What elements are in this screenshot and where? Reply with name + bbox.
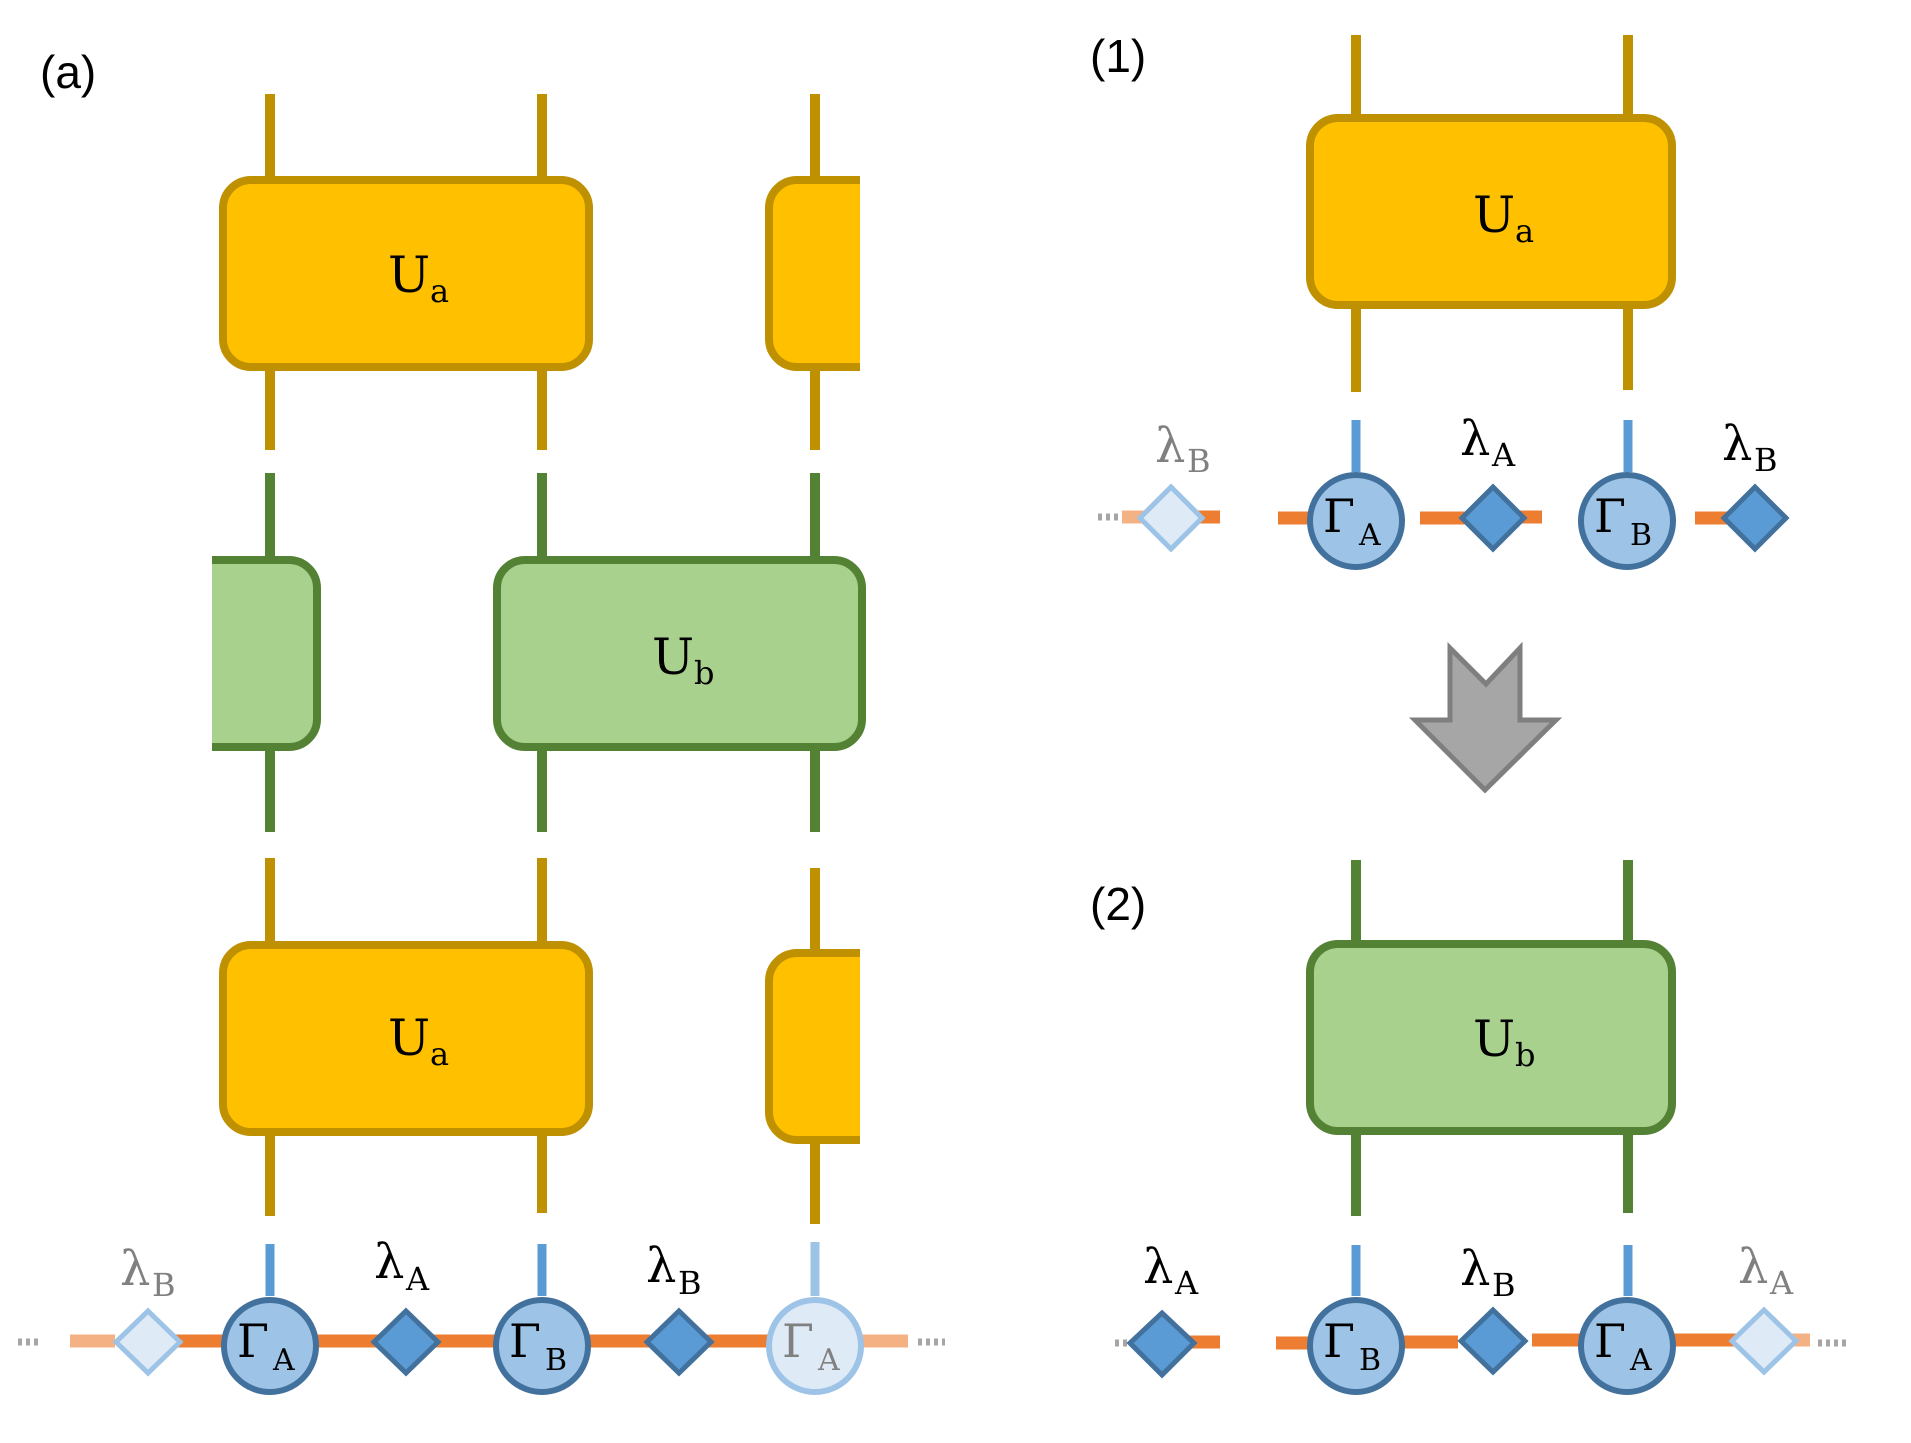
gate-ua-partial-bottom: [765, 949, 860, 1144]
svg-text:U: U: [1473, 1010, 1515, 1068]
gate-ub-step2: U b: [1306, 940, 1676, 1135]
svg-text:λ: λ: [1722, 416, 1752, 472]
svg-text:U: U: [388, 1009, 430, 1067]
svg-text:λ: λ: [1460, 411, 1490, 467]
svg-text:B: B: [1359, 1343, 1381, 1378]
lambda-a-node: [370, 1307, 442, 1377]
svg-text:a: a: [430, 1035, 449, 1073]
svg-text:b: b: [694, 654, 714, 692]
panel-label-2: (2): [1090, 878, 1146, 930]
svg-text:A: A: [405, 1260, 430, 1298]
mps-chain-a: λ B Γ A λ A Γ B λ B Γ A: [18, 1234, 945, 1395]
svg-text:λ: λ: [646, 1238, 676, 1294]
gamma-a-ghost-node: [766, 1297, 864, 1395]
panel-label-a: (a): [40, 46, 96, 98]
down-arrow-icon: [1408, 641, 1563, 794]
svg-text:B: B: [152, 1266, 176, 1304]
svg-text:λ: λ: [1155, 418, 1185, 474]
svg-text:λ: λ: [120, 1241, 150, 1297]
panel-label-1: (1): [1090, 30, 1146, 82]
svg-text:Γ: Γ: [509, 1314, 541, 1368]
svg-text:b: b: [1515, 1036, 1535, 1074]
svg-text:A: A: [1629, 1343, 1652, 1378]
lambda-b-node: [1720, 483, 1790, 553]
svg-text:U: U: [1473, 186, 1515, 244]
panel-2: U b λ A Γ B λ B Γ A λ: [1115, 860, 1848, 1395]
mps-chain-1: λ B Γ A λ A Γ B λ B: [1098, 411, 1790, 570]
lambda-b-node: [643, 1307, 715, 1377]
svg-text:U: U: [652, 628, 694, 686]
svg-text:B: B: [678, 1264, 702, 1302]
svg-text:B: B: [545, 1343, 567, 1378]
lambda-b-node: [1457, 1306, 1529, 1376]
svg-text:A: A: [817, 1343, 840, 1378]
lambda-a-node: [1458, 483, 1528, 553]
svg-text:B: B: [1630, 518, 1652, 553]
lambda-a-node: [1126, 1309, 1198, 1379]
gamma-a-node: [221, 1297, 319, 1395]
lambda-a-ghost-node: [1728, 1306, 1800, 1376]
svg-text:Γ: Γ: [1594, 489, 1626, 543]
gamma-b-node: [1578, 472, 1676, 570]
svg-text:A: A: [1358, 518, 1381, 553]
svg-text:B: B: [1187, 442, 1211, 480]
svg-text:B: B: [1754, 441, 1778, 479]
gamma-b-node: [493, 1297, 591, 1395]
svg-text:λ: λ: [374, 1234, 404, 1290]
svg-text:λ: λ: [1460, 1241, 1490, 1297]
svg-text:A: A: [272, 1343, 295, 1378]
svg-text:λ: λ: [1738, 1239, 1768, 1295]
svg-text:A: A: [1174, 1264, 1199, 1302]
svg-text:Γ: Γ: [782, 1314, 814, 1368]
gate-ua-bottom: U a: [219, 941, 593, 1136]
svg-text:Γ: Γ: [1594, 1314, 1626, 1368]
gamma-b-node: [1307, 1297, 1405, 1395]
svg-text:a: a: [1515, 212, 1534, 250]
gate-ua-top: U a: [219, 176, 593, 371]
svg-text:A: A: [1491, 436, 1516, 474]
svg-text:A: A: [1769, 1264, 1794, 1302]
svg-text:Γ: Γ: [237, 1314, 269, 1368]
gate-ub-partial: [212, 556, 321, 751]
gamma-a-node: [1578, 1297, 1676, 1395]
svg-text:λ: λ: [1143, 1239, 1173, 1295]
gamma-a-node: [1307, 472, 1405, 570]
lambda-b-ghost-node: [1136, 483, 1206, 553]
svg-text:Γ: Γ: [1323, 489, 1355, 543]
panel-a: U a U b: [18, 94, 945, 1395]
gate-ua-step1: U a: [1306, 114, 1676, 309]
svg-text:B: B: [1492, 1266, 1516, 1304]
mps-chain-2: λ A Γ B λ B Γ A λ A: [1115, 1239, 1848, 1395]
svg-text:U: U: [388, 246, 430, 304]
gate-ua-partial-top: [765, 176, 860, 371]
svg-text:a: a: [430, 272, 449, 310]
svg-text:Γ: Γ: [1323, 1314, 1355, 1368]
panel-1: U a λ B Γ A λ A Γ: [1098, 35, 1790, 570]
gate-ub: U b: [493, 556, 866, 751]
lambda-b-ghost-node: [112, 1307, 184, 1377]
